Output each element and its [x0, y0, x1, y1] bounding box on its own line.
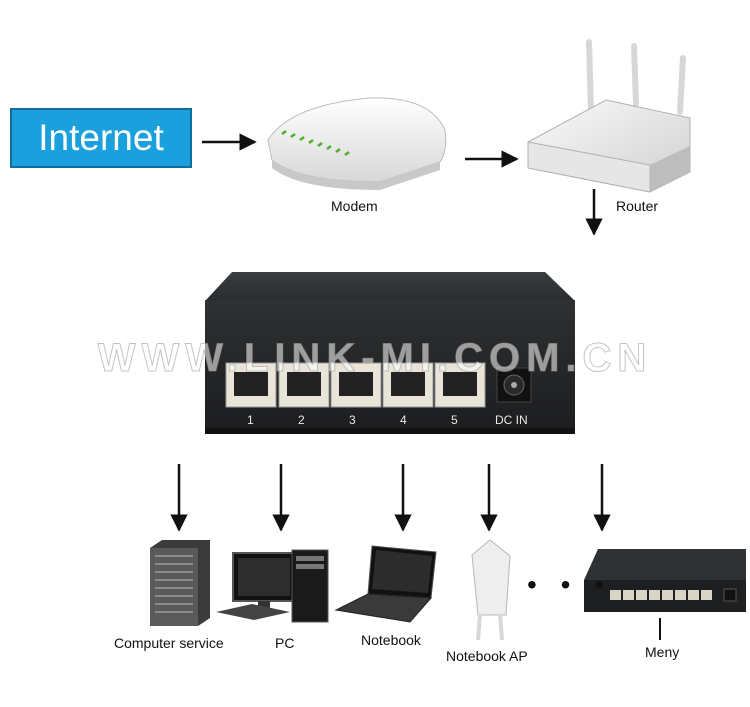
watermark: WWW.LINK-MI.COM.CN [97, 336, 653, 381]
server-icon [150, 540, 210, 626]
port-label-4: 4 [400, 413, 407, 427]
computer-service-label: Computer service [114, 635, 224, 651]
pc-icon [216, 549, 329, 623]
router-label: Router [616, 198, 659, 214]
port-label-3: 3 [349, 413, 356, 427]
modem-label: Modem [331, 198, 378, 214]
internet-label: Internet [38, 117, 164, 158]
port-label-2: 2 [298, 413, 305, 427]
switch-icon [205, 272, 575, 434]
notebook-label: Notebook [361, 632, 421, 648]
meny-label: Meny [645, 644, 680, 660]
internet-label-box: Internet [10, 108, 192, 168]
eight-port-switch-icon [584, 549, 746, 640]
dc-in-label: DC IN [495, 413, 528, 427]
ethernet-ports [225, 362, 486, 408]
notebook-ap-label: Notebook AP [446, 648, 528, 664]
pc-label: PC [275, 635, 295, 651]
router-icon [527, 39, 691, 193]
port-label-1: 1 [247, 413, 254, 427]
notebook-icon [334, 545, 437, 623]
modem-icon [267, 97, 447, 190]
ellipsis: • • • [527, 569, 612, 600]
port-label-5: 5 [451, 413, 458, 427]
access-point-icon [471, 539, 511, 641]
dc-in-jack [496, 367, 532, 403]
